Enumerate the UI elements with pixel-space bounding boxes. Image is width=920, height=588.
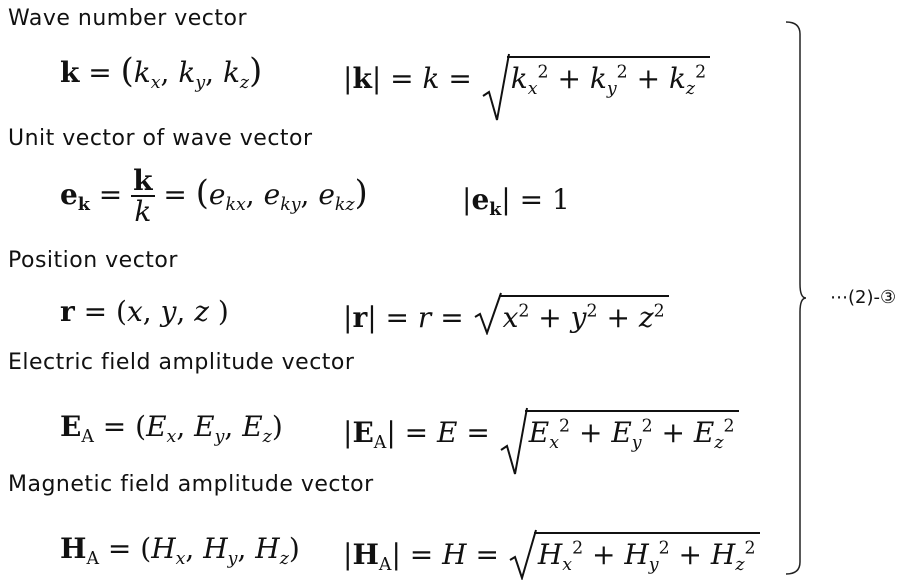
sqrt-wave-vector: kx2 + ky2 + kz2 bbox=[481, 53, 711, 121]
equation-unit-vector-magnitude: |ek| = 1 bbox=[462, 183, 570, 221]
sqrt-electric-field: Ex2 + Ey2 + Ez2 bbox=[499, 407, 739, 475]
section-label-position-vector: Position vector bbox=[8, 248, 178, 273]
equation-electric-field-magnitude: |EA| = E = Ex2 + Ey2 + Ez2 bbox=[343, 407, 739, 475]
right-curly-brace bbox=[785, 21, 807, 575]
section-label-unit-vector: Unit vector of wave vector bbox=[8, 126, 313, 151]
equation-position-magnitude: |r| = r = x2 + y2 + z2 bbox=[343, 292, 669, 335]
section-label-wave-number-vector: Wave number vector bbox=[8, 6, 248, 31]
section-label-magnetic-field: Magnetic field amplitude vector bbox=[8, 472, 374, 497]
section-label-electric-field: Electric field amplitude vector bbox=[8, 350, 355, 375]
equation-wave-vector-magnitude: |k| = k = kx2 + ky2 + kz2 bbox=[343, 53, 711, 121]
radical-sign-icon bbox=[482, 53, 510, 121]
equation-number-tag: ⋯(2)-③ bbox=[830, 287, 897, 308]
sqrt-position: x2 + y2 + z2 bbox=[473, 292, 669, 335]
equation-electric-field-components: EA = (Ex, Ey, Ez) bbox=[60, 410, 283, 448]
radical-sign-icon bbox=[509, 529, 537, 580]
sqrt-magnetic-field: Hx2 + Hy2 + Hz2 bbox=[508, 529, 760, 580]
equation-wave-vector-components: k = (kx, ky, kz) bbox=[60, 51, 263, 94]
radical-sign-icon bbox=[500, 407, 528, 475]
equation-magnetic-field-components: HA = (Hx, Hy, Hz) bbox=[60, 532, 300, 570]
equation-magnetic-field-magnitude: |HA| = H = Hx2 + Hy2 + Hz2 bbox=[343, 529, 760, 580]
radical-sign-icon bbox=[474, 292, 502, 335]
equation-position-vector: r = (x, y, z ) bbox=[60, 295, 229, 328]
